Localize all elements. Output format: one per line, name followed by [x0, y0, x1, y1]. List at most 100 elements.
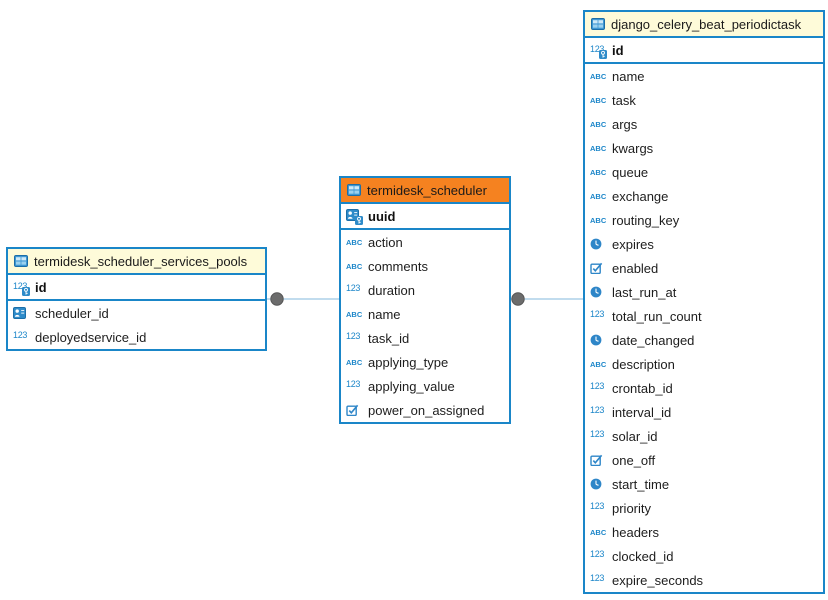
primary-key-section: uuid	[341, 204, 509, 230]
number-key-icon: 123	[13, 279, 35, 296]
column-name: headers	[612, 524, 659, 540]
text-icon: ABC	[346, 309, 363, 319]
column-row-power_on_assigned[interactable]: power_on_assigned	[341, 398, 509, 422]
text-icon: ABC	[590, 119, 607, 129]
column-name: enabled	[612, 260, 659, 276]
table-title: termidesk_scheduler	[367, 182, 487, 198]
column-name: queue	[612, 164, 649, 180]
column-name: expires	[612, 236, 654, 252]
text-icon: ABC	[590, 215, 607, 225]
column-name: priority	[612, 500, 652, 516]
datetime-icon	[590, 334, 612, 346]
number-icon: 123	[590, 501, 605, 511]
column-name: expire_seconds	[612, 572, 704, 588]
column-row-task_id[interactable]: 123 task_id	[341, 326, 509, 350]
column-row-applying_value[interactable]: 123 applying_value	[341, 374, 509, 398]
text-icon: ABC	[346, 357, 363, 367]
column-row-uuid[interactable]: uuid	[341, 204, 509, 228]
column-name: action	[368, 234, 403, 250]
column-name: name	[612, 68, 645, 84]
column-name: clocked_id	[612, 548, 674, 564]
primary-key-badge-icon	[355, 216, 363, 225]
boolean-icon	[346, 404, 368, 416]
number-icon: 123	[13, 330, 28, 340]
relationship-termidesk_scheduler_services_pools-to-termidesk_scheduler[interactable]	[267, 292, 339, 306]
column-name: name	[368, 306, 401, 322]
column-name: power_on_assigned	[368, 402, 485, 418]
column-row-priority[interactable]: 123 priority	[585, 496, 823, 520]
column-row-date_changed[interactable]: date_changed	[585, 328, 823, 352]
number-icon: 123	[590, 573, 605, 583]
relationship-endpoint-dot	[270, 292, 284, 306]
column-name: task_id	[368, 330, 410, 346]
column-name: last_run_at	[612, 284, 677, 300]
relationship-termidesk_scheduler-to-django_celery_beat_periodictask[interactable]	[511, 292, 583, 306]
number-key-icon: 123	[590, 42, 612, 59]
table-header[interactable]: termidesk_scheduler	[341, 178, 509, 204]
column-row-scheduler_id[interactable]: scheduler_id	[8, 301, 265, 325]
number-icon: 123	[590, 405, 605, 415]
column-name: start_time	[612, 476, 670, 492]
column-row-last_run_at[interactable]: last_run_at	[585, 280, 823, 304]
column-row-enabled[interactable]: enabled	[585, 256, 823, 280]
column-row-name[interactable]: ABC name	[341, 302, 509, 326]
table-title: django_celery_beat_periodictask	[611, 16, 802, 32]
column-row-expire_seconds[interactable]: 123 expire_seconds	[585, 568, 823, 592]
column-row-start_time[interactable]: start_time	[585, 472, 823, 496]
column-name: scheduler_id	[35, 305, 109, 321]
column-name: exchange	[612, 188, 669, 204]
number-icon: 123	[346, 331, 361, 341]
reference-key-icon	[346, 208, 368, 225]
text-icon: ABC	[590, 191, 607, 201]
number-icon: 123	[590, 381, 605, 391]
column-row-applying_type[interactable]: ABC applying_type	[341, 350, 509, 374]
column-name: description	[612, 356, 675, 372]
table-header[interactable]: termidesk_scheduler_services_pools	[8, 249, 265, 275]
number-icon: 123	[346, 283, 361, 293]
column-row-expires[interactable]: expires	[585, 232, 823, 256]
text-icon: ABC	[590, 143, 607, 153]
column-name: date_changed	[612, 332, 695, 348]
column-name: crontab_id	[612, 380, 673, 396]
column-name: applying_value	[368, 378, 455, 394]
column-name: task	[612, 92, 636, 108]
column-row-one_off[interactable]: one_off	[585, 448, 823, 472]
boolean-icon	[590, 262, 612, 274]
column-row-crontab_id[interactable]: 123 crontab_id	[585, 376, 823, 400]
datetime-icon	[590, 286, 612, 298]
column-row-exchange[interactable]: ABC exchange	[585, 184, 823, 208]
table-header[interactable]: django_celery_beat_periodictask	[585, 12, 823, 38]
number-icon: 123	[346, 379, 361, 389]
column-name: applying_type	[368, 354, 449, 370]
text-icon: ABC	[346, 261, 363, 271]
boolean-icon	[590, 454, 612, 466]
datetime-icon	[590, 238, 612, 250]
relationship-endpoint-dot	[511, 292, 525, 306]
